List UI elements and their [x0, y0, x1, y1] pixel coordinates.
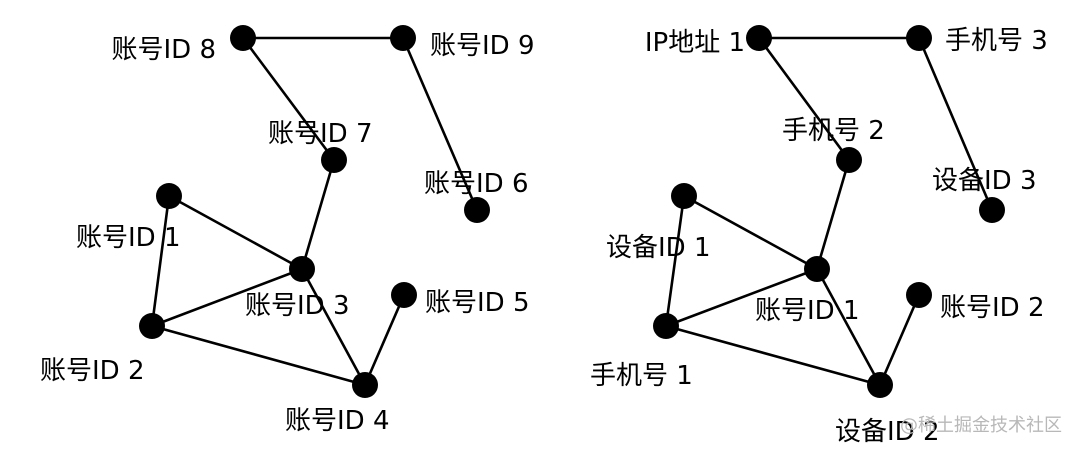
node-dot	[653, 313, 679, 339]
node-dot	[906, 25, 932, 51]
graph-node: 账号ID 5	[391, 282, 530, 318]
graph-edge	[815, 158, 851, 271]
graph-node: 账号ID 2	[40, 313, 165, 386]
graph-edge	[150, 267, 304, 328]
graph-edge	[150, 194, 171, 328]
node-label: 账号ID 1	[755, 296, 860, 326]
graph-edge	[664, 267, 819, 328]
node-dot	[391, 282, 417, 308]
node-label: 账号ID 4	[285, 406, 390, 436]
graph-node: 账号ID 9	[390, 25, 535, 61]
node-label: 账号ID 3	[245, 291, 350, 321]
graph-edge	[917, 36, 994, 212]
left-graph: 账号ID 8 账号ID 9 账号ID 7 账号ID 6 账号ID 1 账号ID …	[40, 25, 535, 436]
node-label: IP地址 1	[645, 28, 745, 58]
node-label: 设备ID 3	[932, 166, 1037, 196]
graph-node: 手机号 2	[782, 116, 885, 173]
graph-edge	[300, 267, 367, 387]
graph-edge	[682, 194, 819, 271]
graph-node: 账号ID 6	[424, 169, 529, 223]
graph-node: 账号ID 8	[112, 25, 256, 65]
graph-node: 手机号 3	[906, 25, 1048, 56]
node-dot	[230, 25, 256, 51]
node-dot	[139, 313, 165, 339]
graph-node: 账号ID 1	[76, 183, 182, 253]
graph-edge	[363, 293, 406, 387]
node-dot	[352, 372, 378, 398]
node-label: 账号ID 1	[76, 223, 181, 253]
graph-node: IP地址 1	[645, 25, 772, 58]
node-dot	[804, 256, 830, 282]
graph-edge	[757, 36, 851, 162]
node-dot	[867, 372, 893, 398]
graph-edge	[401, 36, 479, 212]
node-dot	[906, 282, 932, 308]
node-dot	[390, 25, 416, 51]
right-graph: IP地址 1 手机号 3 手机号 2 设备ID 3 设备ID 1 账号ID 1 …	[590, 25, 1048, 447]
graph-edge	[664, 324, 882, 387]
graph-node: 账号ID 3	[245, 256, 350, 321]
node-label: 手机号 2	[782, 116, 885, 146]
graph-node: 账号ID 4	[285, 372, 390, 436]
graph-edge	[241, 36, 336, 162]
node-label: 设备ID 1	[606, 233, 711, 263]
node-dot	[979, 197, 1005, 223]
node-label: 设备ID 2	[835, 417, 940, 447]
graph-edge	[815, 267, 882, 387]
graph-node: 手机号 1	[590, 313, 693, 391]
node-label: 账号ID 8	[112, 35, 217, 65]
graph-edge	[878, 293, 921, 387]
node-dot	[836, 147, 862, 173]
node-label: 账号ID 9	[430, 31, 535, 61]
left-graph-edges	[150, 36, 479, 387]
graph-edge	[300, 158, 336, 271]
node-dot	[156, 183, 182, 209]
graph-edge	[150, 324, 367, 387]
node-label: 账号ID 7	[268, 119, 373, 149]
graph-node: 账号ID 2	[906, 282, 1045, 323]
graph-node: 设备ID 1	[606, 183, 711, 263]
node-dot	[321, 147, 347, 173]
right-graph-edges	[664, 36, 994, 387]
graph-node: 账号ID 7	[268, 119, 373, 173]
node-dot	[671, 183, 697, 209]
node-label: 账号ID 2	[40, 356, 145, 386]
node-dot	[746, 25, 772, 51]
node-label: 账号ID 2	[940, 293, 1045, 323]
node-label: 手机号 3	[945, 26, 1048, 56]
watermark: @稀土掘金技术社区	[900, 415, 1062, 436]
node-label: 手机号 1	[590, 361, 693, 391]
node-label: 账号ID 5	[425, 288, 530, 318]
graph-node: 设备ID 2	[835, 372, 940, 447]
node-dot	[289, 256, 315, 282]
node-label: 账号ID 6	[424, 169, 529, 199]
graph-node: 账号ID 1	[755, 256, 860, 326]
node-dot	[464, 197, 490, 223]
graph-node: 设备ID 3	[932, 166, 1037, 223]
graph-edge	[167, 194, 304, 271]
graph-edge	[664, 194, 686, 328]
